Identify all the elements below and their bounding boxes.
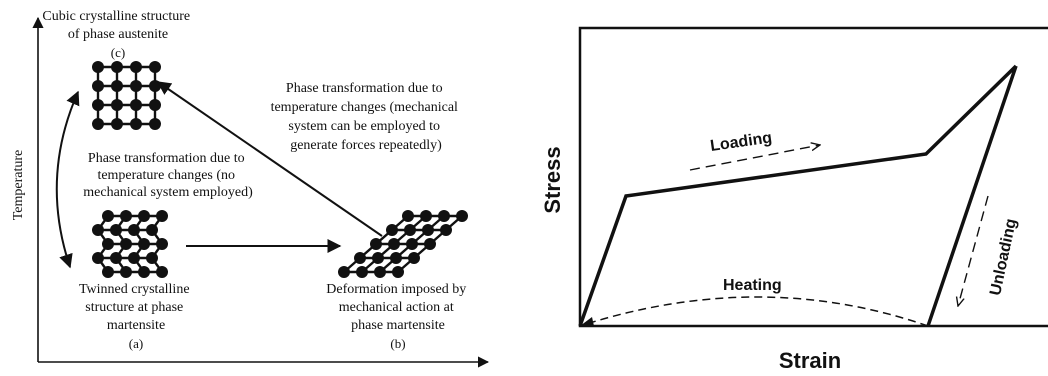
lattice-atom bbox=[102, 238, 114, 250]
lattice-atom bbox=[111, 118, 123, 130]
arrow-b-to-c bbox=[156, 81, 383, 237]
lattice-atom bbox=[156, 266, 168, 278]
strain-axis-label: Strain bbox=[779, 348, 841, 373]
austenite-caption: Cubic crystalline structure of phase aus… bbox=[42, 9, 193, 42]
unloading-arrow bbox=[958, 195, 989, 306]
lattice-atom bbox=[422, 224, 434, 236]
lattice-atom bbox=[356, 266, 368, 278]
lattice-atom bbox=[146, 224, 158, 236]
lattice-atom bbox=[110, 252, 122, 264]
loading-curve bbox=[578, 64, 1018, 327]
right-transformation-text: Phase transformation due to temperature … bbox=[271, 81, 462, 153]
label-a: (a) bbox=[129, 336, 143, 351]
right-panel: Stress Strain Loading Unloading Heating bbox=[540, 26, 1048, 373]
stress-axis-label: Stress bbox=[540, 146, 565, 213]
lattice-atom bbox=[420, 210, 432, 222]
lattice-atom bbox=[120, 266, 132, 278]
lattice-atom bbox=[406, 238, 418, 250]
lattice-atom bbox=[390, 252, 402, 264]
lattice-atom bbox=[130, 99, 142, 111]
lattice-atom bbox=[120, 210, 132, 222]
lattice-atom bbox=[388, 238, 400, 250]
lattice-atom bbox=[102, 210, 114, 222]
temperature-axis-label: Temperature bbox=[11, 150, 26, 221]
lattice-atom bbox=[392, 266, 404, 278]
lattice-atom bbox=[130, 80, 142, 92]
lattice-atom bbox=[92, 99, 104, 111]
lattice-atom bbox=[110, 224, 122, 236]
lattice-atom bbox=[128, 252, 140, 264]
lattice-atom bbox=[149, 118, 161, 130]
lattice-atom bbox=[438, 210, 450, 222]
lattice-atom bbox=[138, 266, 150, 278]
loading-label: Loading bbox=[709, 129, 773, 154]
lattice-atom bbox=[402, 210, 414, 222]
heating-label: Heating bbox=[723, 277, 782, 294]
lattice-atom bbox=[149, 61, 161, 73]
deformed-lattice-b bbox=[338, 210, 468, 278]
lattice-atom bbox=[138, 210, 150, 222]
lattice-atom bbox=[404, 224, 416, 236]
lattice-atom bbox=[130, 118, 142, 130]
label-c: (c) bbox=[111, 45, 125, 60]
lattice-atom bbox=[128, 224, 140, 236]
lattice-atom bbox=[92, 224, 104, 236]
label-b: (b) bbox=[390, 336, 405, 351]
lattice-atom bbox=[111, 99, 123, 111]
lattice-atom bbox=[372, 252, 384, 264]
heating-arrowhead bbox=[580, 317, 594, 326]
lattice-atom bbox=[149, 99, 161, 111]
lattice-atom bbox=[338, 266, 350, 278]
unloading-line bbox=[926, 65, 1018, 327]
lattice-atom bbox=[92, 61, 104, 73]
unloading-label: Unloading bbox=[987, 217, 1020, 297]
lattice-atom bbox=[111, 80, 123, 92]
lattice-atom bbox=[156, 210, 168, 222]
loading-arrow bbox=[689, 145, 820, 171]
lattice-atom bbox=[156, 238, 168, 250]
lattice-atom bbox=[354, 252, 366, 264]
left-transformation-text: Phase transformation due to temperature … bbox=[83, 151, 253, 200]
deformation-caption: Deformation imposed by mechanical action… bbox=[326, 282, 469, 333]
plot-frame bbox=[578, 26, 1048, 328]
lattice-atom bbox=[102, 266, 114, 278]
lattice-atom bbox=[424, 238, 436, 250]
lattice-atom bbox=[408, 252, 420, 264]
lattice-atom bbox=[456, 210, 468, 222]
lattice-atom bbox=[130, 61, 142, 73]
lattice-atom bbox=[111, 61, 123, 73]
lattice-atom bbox=[440, 224, 452, 236]
lattice-atom bbox=[92, 118, 104, 130]
lattice-atom bbox=[92, 252, 104, 264]
lattice-atom bbox=[120, 238, 132, 250]
lattice-atom bbox=[386, 224, 398, 236]
lattice-atom bbox=[370, 238, 382, 250]
lattice-atom bbox=[138, 238, 150, 250]
heating-curve bbox=[579, 296, 929, 327]
twinned-lattice-a bbox=[92, 210, 168, 278]
curved-double-arrow-a-c bbox=[55, 90, 80, 269]
twinned-caption: Twinned crystalline structure at phase m… bbox=[79, 282, 193, 333]
lattice-atom bbox=[92, 80, 104, 92]
lattice-atom bbox=[374, 266, 386, 278]
left-panel: Temperature Cubic crystalline structure … bbox=[11, 9, 490, 368]
cubic-lattice-c bbox=[92, 61, 161, 130]
lattice-atom bbox=[146, 252, 158, 264]
